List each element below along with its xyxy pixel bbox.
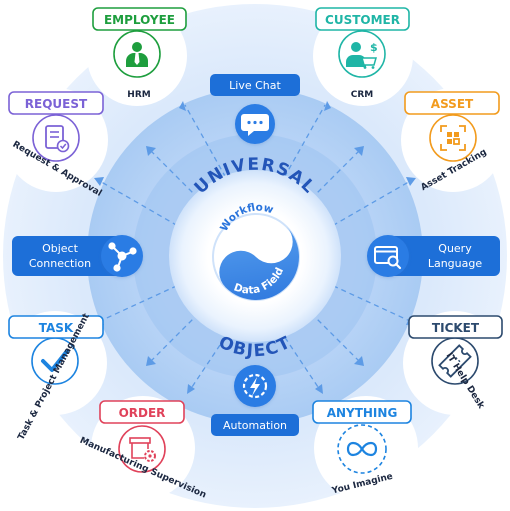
document-check-icon <box>45 125 70 153</box>
workflow-datafield-emblem: Workflow Data Field <box>212 193 300 305</box>
anything-tag: ANYTHING <box>327 406 398 420</box>
ticket-tag: TICKET <box>432 321 480 335</box>
live-chat-hub[interactable]: Live Chat <box>210 74 300 144</box>
employee-tag: EMPLOYEE <box>104 13 175 27</box>
order-tag: ORDER <box>119 406 166 420</box>
task-tag: TASK <box>39 321 74 335</box>
query-language-hub[interactable]: Query Language <box>367 235 500 277</box>
anything-card[interactable]: ANYTHING You Imagine <box>312 396 418 500</box>
lightning-gear-icon <box>242 373 268 399</box>
customer-tag: CUSTOMER <box>325 13 400 27</box>
object-connection-label-line1: Object <box>42 242 79 255</box>
query-language-label-line1: Query <box>438 242 472 255</box>
asset-tag: ASSET <box>431 97 474 111</box>
customer-card[interactable]: $ CUSTOMER CRM <box>313 6 413 106</box>
query-language-label-line2: Language <box>428 257 483 270</box>
asset-card[interactable]: ASSET Asset Tracking <box>401 88 505 193</box>
request-tag: REQUEST <box>25 97 88 111</box>
customer-cart-icon: $ <box>346 41 378 69</box>
infinity-icon <box>346 441 378 457</box>
svg-text:$: $ <box>370 41 378 54</box>
box-gear-icon <box>129 437 156 462</box>
object-connection-hub[interactable]: Object Connection <box>12 235 143 277</box>
automation-label: Automation <box>223 419 287 432</box>
customer-caption: CRM <box>351 90 374 100</box>
checkmark-icon <box>41 349 69 372</box>
ticket-card[interactable]: TICKET IT Help Desk <box>403 311 507 415</box>
person-tie-icon <box>126 42 148 67</box>
browser-search-icon <box>374 246 402 270</box>
live-chat-label: Live Chat <box>229 79 281 92</box>
network-node-icon <box>108 242 137 272</box>
chat-bubble-icon <box>241 114 269 136</box>
automation-hub[interactable]: Automation <box>211 365 299 436</box>
employee-caption: HRM <box>127 90 150 100</box>
scan-frame-icon <box>440 125 466 151</box>
object-connection-label-line2: Connection <box>29 257 91 270</box>
employee-card[interactable]: EMPLOYEE HRM <box>87 6 187 106</box>
